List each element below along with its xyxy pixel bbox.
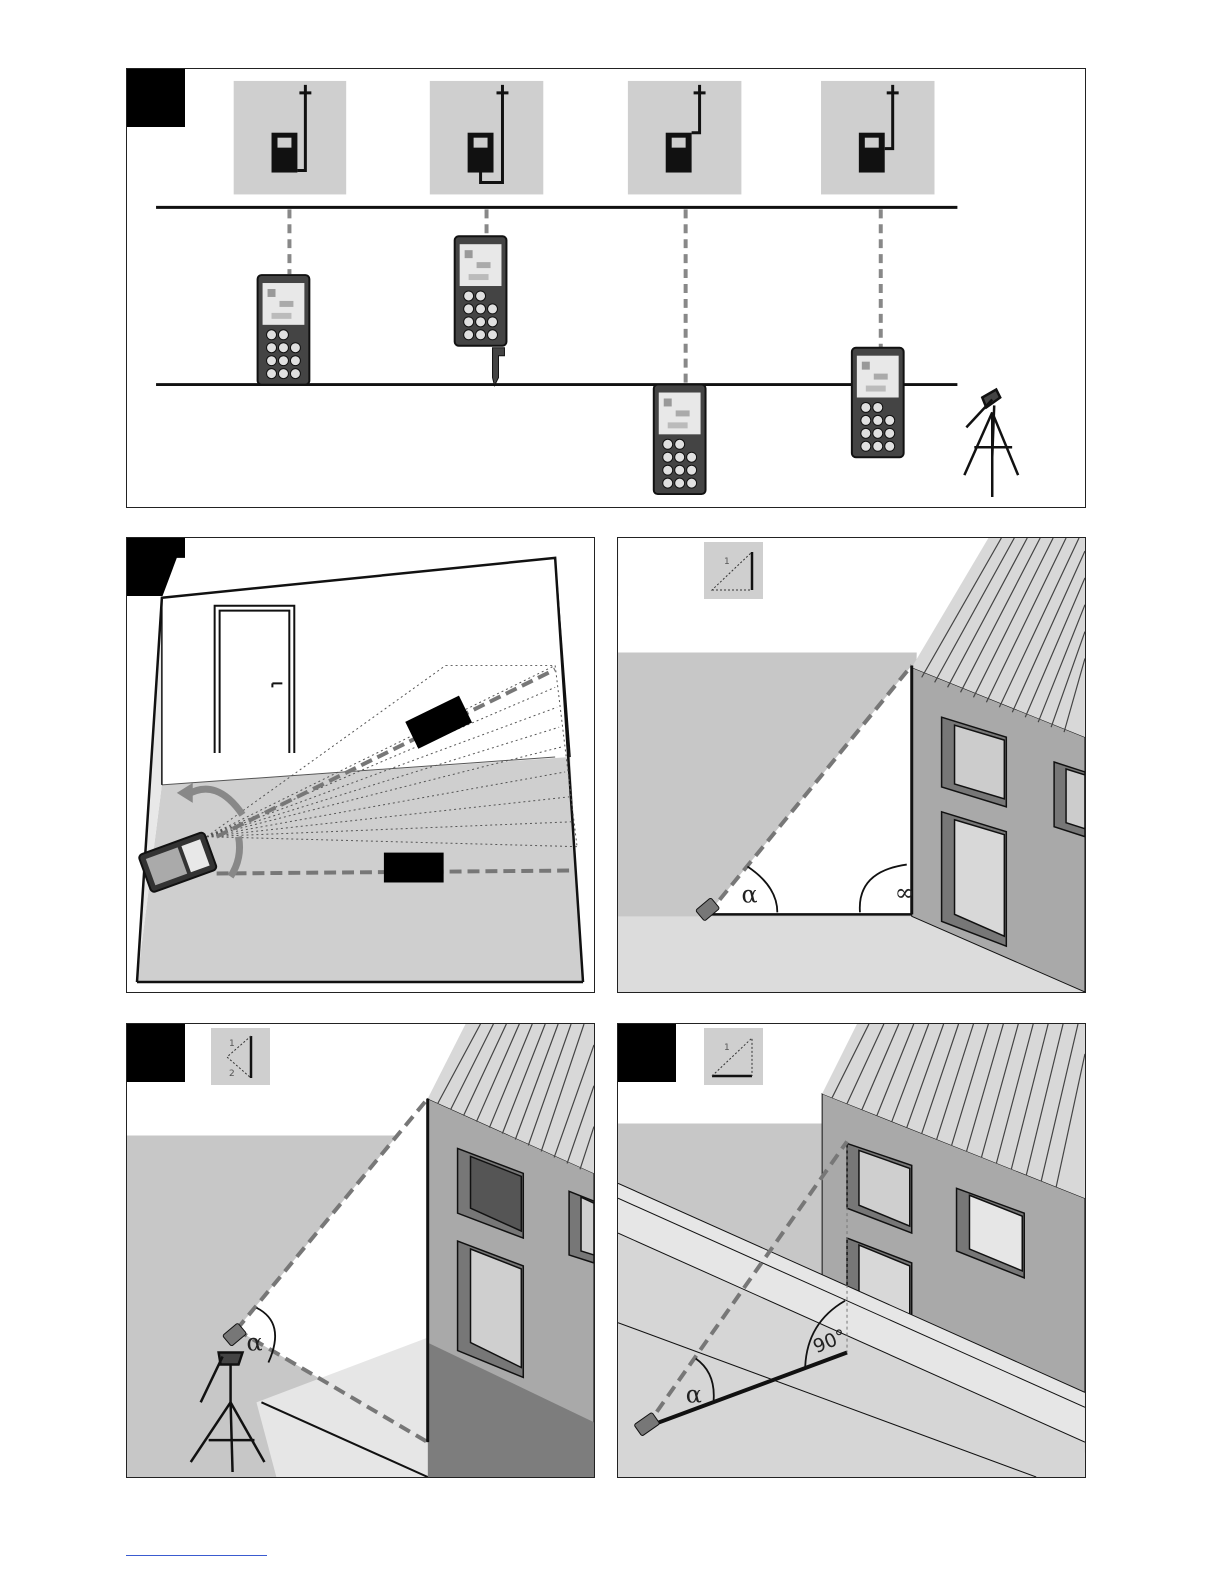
reference-pin-icon	[430, 81, 543, 194]
device-tripod-thread	[852, 348, 904, 458]
device-front-edge	[258, 275, 310, 385]
mode-icon-top-number: 1	[229, 1039, 235, 1049]
right-angle-label: ∞	[895, 878, 915, 906]
mode-indirect-length-icon: 1	[704, 1028, 763, 1085]
min-label-rect	[384, 853, 444, 883]
reference-pin	[493, 348, 505, 386]
panel-double-indirect-height: α 1 2	[126, 1023, 595, 1478]
mode-icon-number: 1	[724, 557, 730, 567]
panel-indirect-height: α ∞ 1	[617, 537, 1086, 993]
panel-indirect-length: α 90° 1	[617, 1023, 1086, 1478]
mode-indirect-height-icon: 1	[704, 542, 763, 599]
double-indirect-height-drawing: α	[127, 1024, 594, 1477]
panel-reference-levels	[126, 68, 1086, 508]
indirect-length-drawing: α 90°	[618, 1024, 1085, 1477]
mode-icon-number: 1	[724, 1043, 730, 1053]
reference-levels-drawing	[127, 69, 1085, 507]
reference-rear-edge-icon	[628, 81, 741, 194]
max-label-rect	[405, 696, 472, 749]
footer-rule	[126, 1555, 267, 1556]
continuous-measurement-drawing	[127, 538, 594, 992]
reference-tripod-icon	[821, 81, 934, 194]
panel-continuous-measurement	[126, 537, 595, 993]
indirect-height-drawing: α ∞	[618, 538, 1085, 992]
reference-front-edge-icon	[234, 81, 346, 194]
angle-alpha-label: α	[741, 880, 757, 908]
angle-alpha-label: α	[247, 1329, 263, 1357]
angle-alpha-label: α	[686, 1380, 702, 1408]
door	[215, 606, 295, 753]
mode-double-indirect-height-icon: 1 2	[211, 1028, 270, 1085]
tripod-icon	[964, 390, 1018, 498]
device-pin	[455, 236, 507, 346]
mode-icon-bottom-number: 2	[229, 1069, 235, 1079]
device-rear-edge	[654, 385, 706, 495]
